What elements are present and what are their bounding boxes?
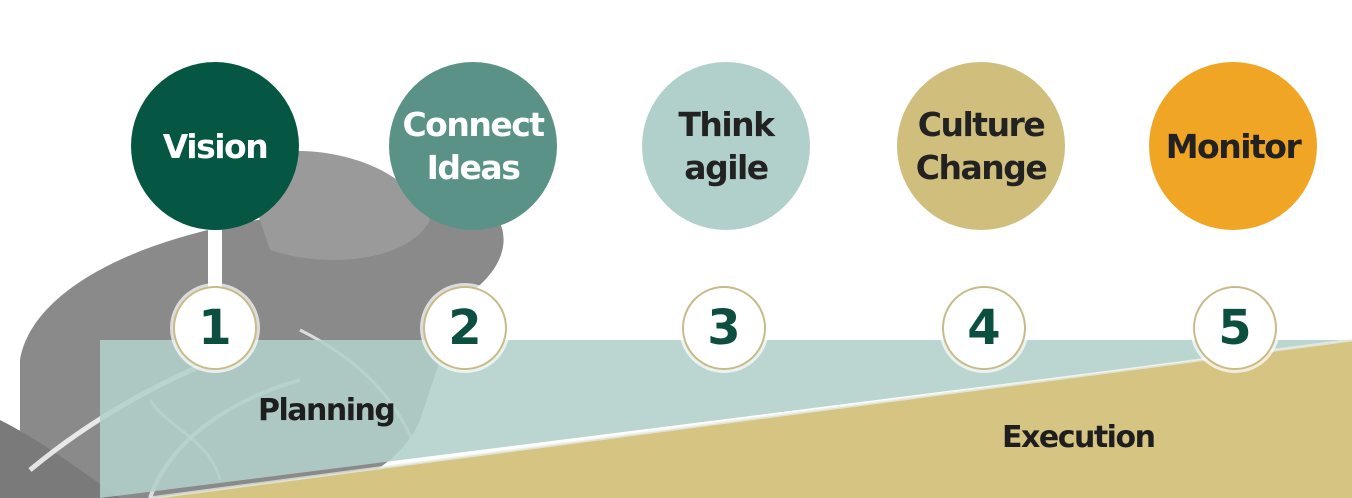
step-1-circle: Vision <box>131 62 299 230</box>
step-3-number: 3 <box>682 286 766 370</box>
step-2-number: 2 <box>423 286 507 370</box>
step-1-label-line-1: Vision <box>162 126 269 166</box>
step-2-label-line-2: Ideas <box>426 148 521 187</box>
vision-connector <box>208 230 222 300</box>
step-5-circle: Monitor <box>1149 62 1317 230</box>
planning-band <box>100 340 1352 498</box>
step-1-number: 1 <box>173 286 257 370</box>
step-4-number: 4 <box>942 286 1026 370</box>
step-2-circle: Connect Ideas <box>389 62 557 230</box>
step-2-label-line-1: Connect <box>402 105 545 144</box>
step-3-label-line-1: Think <box>678 105 775 144</box>
step-5-number: 5 <box>1193 286 1277 370</box>
step-4-circle: Culture Change <box>897 62 1065 230</box>
step-3-label-line-2: agile <box>684 148 769 187</box>
planning-label: Planning <box>258 393 396 428</box>
step-5-label-line-1: Monitor <box>1165 126 1302 166</box>
step-3-circle: Think agile <box>642 62 810 230</box>
step-4-label-line-1: Culture <box>917 105 1046 144</box>
execution-label: Execution <box>1002 420 1156 455</box>
step-4-label-line-2: Change <box>915 148 1048 187</box>
